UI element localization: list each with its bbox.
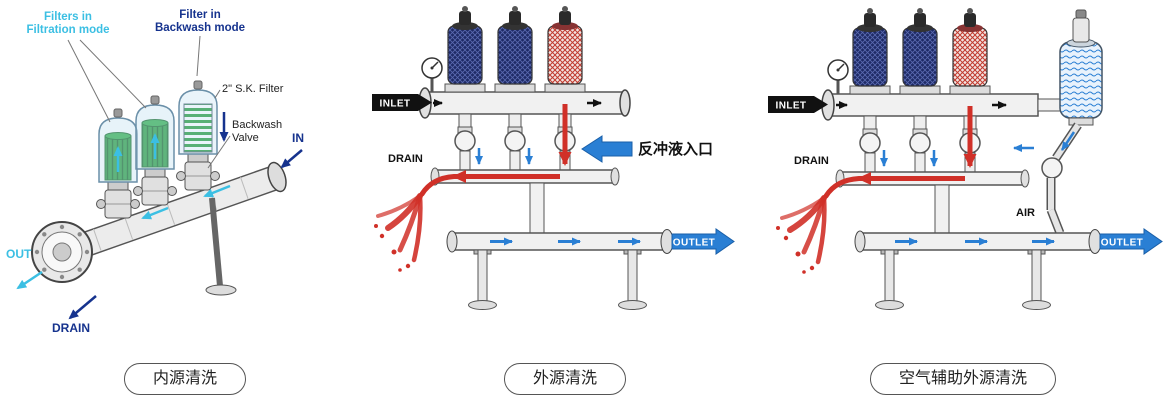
label-filters-in-filtration-mode-line2: Filtration mode	[26, 24, 109, 36]
label-filter-in-backwash-mode-line1: Filter in	[179, 9, 221, 21]
air-flow-arrow	[1060, 131, 1076, 151]
air-vessel	[1037, 9, 1103, 126]
pressure-gauge	[827, 59, 849, 94]
backwash-inlet-arrow: 反冲液入口	[581, 135, 713, 163]
blue-flow-arrows	[880, 150, 938, 167]
label-outlet: OUTLET	[1101, 238, 1143, 249]
label-outlet: OUTLET	[673, 238, 715, 249]
valve-assembly-row	[859, 115, 981, 173]
caption-air-assisted-external-clean: 空气辅助外源清洗	[869, 363, 1057, 395]
label-backwash-valve-line2: Valve	[232, 132, 259, 144]
inlet-banner: INLET	[768, 96, 828, 113]
riser-pipe	[529, 182, 545, 234]
valve-assembly-row	[454, 113, 576, 171]
label-out: OUT	[6, 247, 32, 261]
diagram-air-assisted-external-clean: INLET	[768, 8, 1163, 310]
filter-canister-navy-2	[494, 6, 536, 93]
caption-external-source-clean: 外源清洗	[503, 363, 627, 395]
label-filters-in-filtration-mode-line1: Filters in	[44, 11, 92, 23]
diagram-external-source-clean: INLET	[372, 6, 735, 310]
diagram-internal-source-clean: Filters in Filtration mode Filter in Bac…	[6, 9, 304, 335]
filter-canister-navy-2	[899, 8, 941, 95]
drain-flow-path	[823, 106, 977, 199]
filter-canister-red-backwashed	[544, 6, 586, 93]
label-drain: DRAIN	[388, 153, 423, 165]
label-air: AIR	[1016, 207, 1035, 219]
out-flange	[31, 221, 93, 283]
manifold-pipe	[60, 165, 284, 263]
label-inlet: INLET	[380, 99, 411, 110]
outlet-banner: OUTLET	[1099, 228, 1163, 255]
filter-canister-red-backwashed	[949, 8, 991, 95]
filter-unit-filtration-2	[133, 95, 177, 206]
label-sk-filter: 2" S.K. Filter	[222, 83, 284, 95]
label-in: IN	[292, 131, 304, 145]
filter-unit-backwash	[176, 80, 229, 191]
label-backwash-valve-line1: Backwash	[232, 119, 282, 131]
panel-air-assisted-external-clean: INLET	[760, 0, 1166, 405]
label-drain: DRAIN	[52, 321, 90, 335]
manifold-flow-arrows	[141, 184, 231, 220]
filter-unit-filtration-1	[96, 108, 140, 219]
caption-text: 内源清洗	[152, 370, 218, 387]
caption-internal-source-clean: 内源清洗	[123, 363, 247, 395]
label-backwash-inlet: 反冲液入口	[638, 140, 713, 158]
label-filter-in-backwash-mode-line2: Backwash mode	[155, 22, 245, 34]
support-legs	[875, 249, 1051, 310]
filter-canister-navy-1	[444, 6, 486, 93]
in-flow-arrow: IN	[280, 131, 304, 169]
outlet-banner: OUTLET	[671, 228, 735, 255]
blue-flow-arrows	[475, 148, 533, 165]
stand-leg	[205, 197, 237, 296]
label-drain: DRAIN	[794, 155, 829, 167]
filter-canister-navy-1	[849, 8, 891, 95]
drain-spray	[374, 193, 423, 272]
panel-internal-source-clean: Filters in Filtration mode Filter in Bac…	[0, 0, 370, 405]
inlet-banner: INLET	[372, 94, 432, 111]
in-port-flange	[267, 161, 287, 193]
air-valve-assembly	[1013, 122, 1082, 235]
drain-flow-arrow: DRAIN	[52, 295, 97, 335]
support-legs	[468, 249, 647, 310]
riser-pipe	[934, 184, 950, 234]
label-inlet: INLET	[776, 101, 807, 112]
label-leader-lines	[67, 35, 231, 169]
out-flow-arrow: OUT	[6, 247, 43, 290]
drain-spray	[776, 195, 827, 274]
panel-external-source-clean: INLET	[370, 0, 760, 405]
drain-flow-path	[419, 104, 572, 197]
pressure-gauge	[421, 57, 443, 92]
caption-text: 空气辅助外源清洗	[898, 370, 1028, 387]
caption-text: 外源清洗	[532, 370, 598, 387]
